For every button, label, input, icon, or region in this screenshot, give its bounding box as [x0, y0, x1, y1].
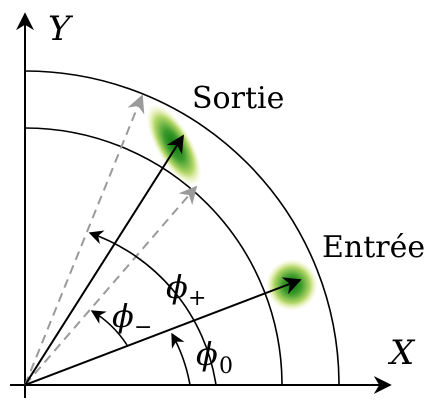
phi0-label: ϕ 0 [196, 335, 233, 379]
y-axis-label: Y [48, 9, 74, 49]
phi-minus-arc [90, 310, 128, 346]
phi-plus-label: ϕ + [166, 268, 206, 311]
svg-text:ϕ: ϕ [166, 268, 188, 306]
dashed-ray-outer [24, 94, 145, 386]
sortie-label: Sortie [192, 81, 284, 116]
dashed-ray-inner [24, 185, 198, 386]
inner-arc [24, 127, 283, 386]
phi0-arc [171, 332, 191, 386]
svg-text:0: 0 [219, 354, 233, 379]
svg-text:+: + [188, 286, 206, 311]
entry-spot [266, 259, 318, 311]
svg-text:−: − [134, 315, 152, 340]
phi-plus-arc [88, 230, 217, 386]
svg-text:ϕ: ϕ [196, 335, 218, 373]
entree-label: Entrée [322, 230, 425, 265]
x-axis-label: X [387, 333, 416, 373]
exit-vector [24, 134, 184, 386]
outer-arc [24, 70, 340, 386]
entry-vector [24, 277, 302, 386]
svg-text:ϕ: ϕ [112, 297, 134, 335]
phi-minus-label: ϕ − [112, 297, 152, 340]
